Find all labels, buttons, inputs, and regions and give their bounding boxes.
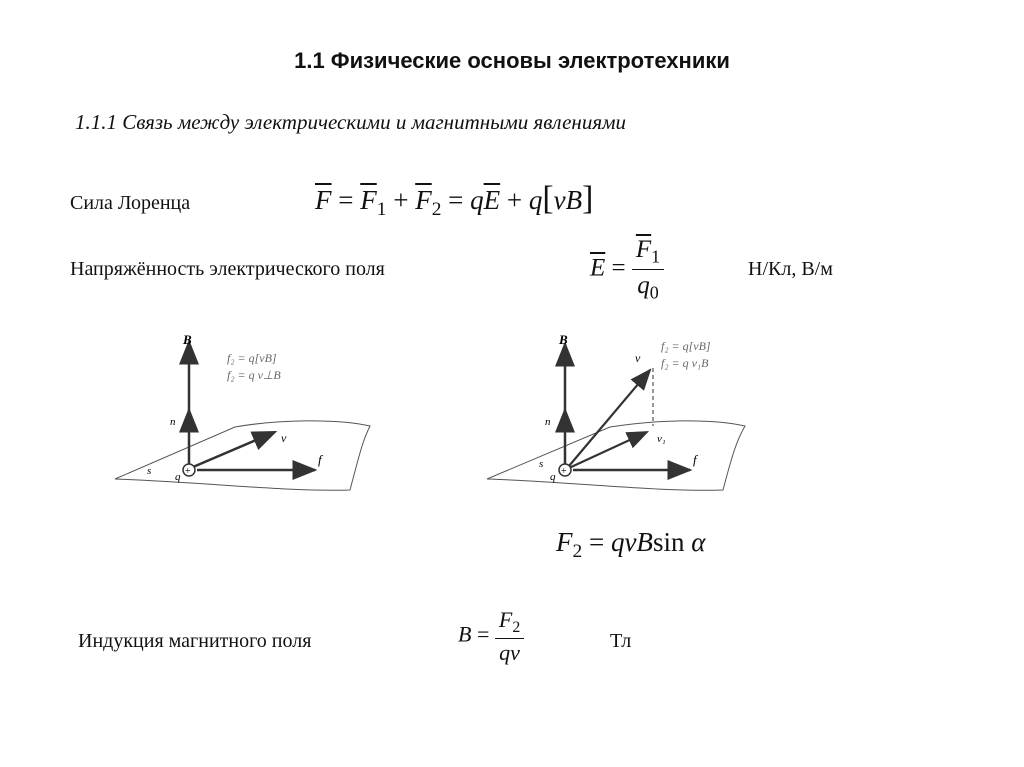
lorentz-diagram-left: + B n v f s q f₂ = q[vB] f₂ = q v⊥B <box>114 332 371 491</box>
lorentz-label: Сила Лоренца <box>70 192 191 214</box>
lorentz-diagram-right: + B n v v₁ f s q f₂ = q[vB] f₂ = q v₁B <box>486 332 746 491</box>
svg-text:n: n <box>170 416 176 428</box>
svg-text:s: s <box>539 458 543 470</box>
svg-text:v: v <box>635 351 641 365</box>
svg-text:n: n <box>545 416 551 428</box>
force-magnitude-formula: F2 = qvBsin α <box>556 527 706 562</box>
svg-text:v: v <box>281 431 287 445</box>
svg-text:f₂ = q v₁B: f₂ = q v₁B <box>661 356 709 370</box>
section-subtitle: 1.1.1 Связь между электрическими и магни… <box>75 110 626 134</box>
svg-text:s: s <box>147 465 151 477</box>
induction-label: Индукция магнитного поля <box>78 630 312 652</box>
svg-text:q: q <box>550 471 556 483</box>
slide-title: 1.1 Физические основы электротехники <box>294 48 730 73</box>
svg-text:f: f <box>318 452 324 467</box>
svg-text:v₁: v₁ <box>657 433 666 445</box>
svg-text:B: B <box>558 332 568 347</box>
svg-text:f₂ = q v⊥B: f₂ = q v⊥B <box>227 368 281 382</box>
svg-text:q: q <box>175 471 181 483</box>
svg-text:f₂ = q[vB]: f₂ = q[vB] <box>661 339 711 353</box>
lorentz-formula: F = F1 + F2 = qE + q[vB] <box>315 180 594 220</box>
field-strength-label: Напряжённость электрического поля <box>70 258 385 280</box>
svg-text:f: f <box>693 452 699 467</box>
induction-units: Тл <box>610 630 632 652</box>
field-strength-units: Н/Кл, В/м <box>748 258 833 280</box>
plus-charge-icon: + <box>185 466 191 477</box>
plus-charge-icon: + <box>561 466 567 477</box>
svg-text:f₂ = q[vB]: f₂ = q[vB] <box>227 351 277 365</box>
svg-text:B: B <box>182 332 192 347</box>
